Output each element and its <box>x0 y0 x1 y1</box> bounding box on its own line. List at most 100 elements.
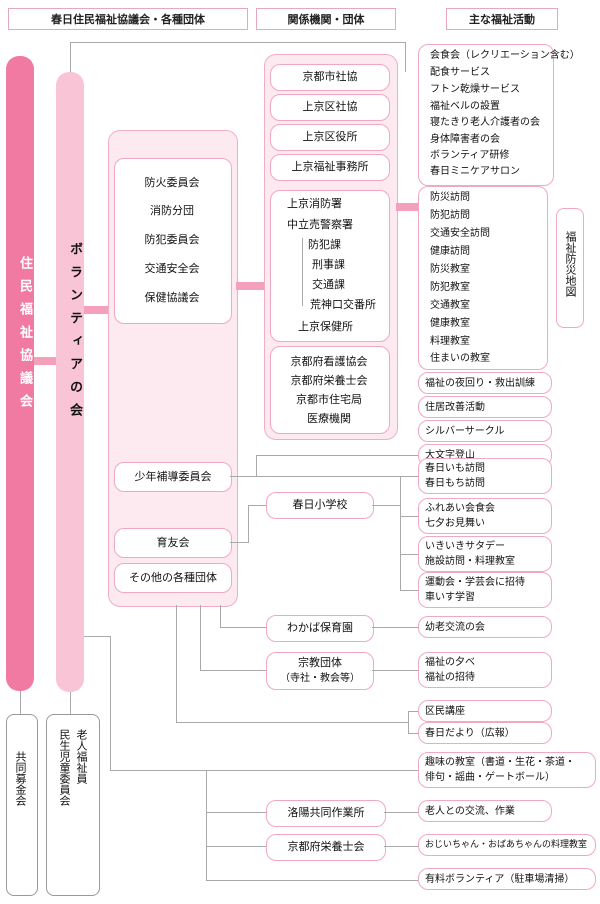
link-youth-v <box>256 455 257 476</box>
activity-welfare-bell: 福祉ベルの設置 <box>430 101 500 112</box>
disaster-map-label: 福祉防災地図 <box>564 231 577 297</box>
link-hobby <box>110 770 418 771</box>
top-line-left <box>70 42 405 43</box>
welfare-officers-box: 老人福祉員 民生児童委員会 <box>46 714 100 896</box>
rakuyo-act: 老人との交流、作業 <box>418 800 552 822</box>
top-line-down <box>405 42 406 72</box>
link-school <box>248 505 266 506</box>
activity-futon: フトン乾燥サービス <box>430 84 520 95</box>
hobby-line-1: 趣味の教室（書道・生花・茶道・ <box>425 757 575 768</box>
activity-caregivers: 寝たきり老人介護者の会 <box>430 117 540 128</box>
committee-fire: 防火委員会 <box>144 176 200 189</box>
pta-label: 育友会 <box>156 536 190 549</box>
org-safety-group <box>270 190 390 342</box>
org-ward-office: 上京区役所 <box>270 124 390 151</box>
police-branch-line <box>302 238 303 306</box>
activity-mini-care: 春日ミニケアサロン <box>430 166 520 177</box>
youth-guidance-label: 少年補導委員会 <box>134 470 212 483</box>
hobby-line-2: 俳句・謡曲・ゲートボール） <box>425 772 555 783</box>
pta-box: 育友会 <box>114 528 232 558</box>
disaster-map-box: 福祉防災地図 <box>556 208 584 328</box>
band-connector <box>34 357 56 365</box>
link-lower-v <box>206 770 207 880</box>
org-nutrition: 京都府栄養士会 <box>290 374 368 387</box>
welfare-officers-label: 老人福祉員 <box>75 729 88 784</box>
link-school-acts <box>372 505 400 506</box>
org-police-box: 荒神口交番所 <box>310 298 376 311</box>
rakuyo-act-label: 老人との交流、作業 <box>425 806 515 817</box>
link-nursery-act <box>372 627 418 628</box>
officers-line <box>70 692 71 714</box>
link-nursery-v <box>220 605 221 627</box>
committees-box <box>114 158 232 324</box>
volunteer-band: ボランティアの会 <box>56 72 84 692</box>
activity-crime-class: 防犯教室 <box>430 282 470 293</box>
org-kamigyo-shakyo-label: 上京区社協 <box>302 100 358 113</box>
activity-traffic-class: 交通教室 <box>430 300 470 311</box>
org-medical-group <box>270 346 390 434</box>
link-kumin-a <box>408 711 418 712</box>
link-school-v <box>248 505 249 543</box>
header-activities-text: 主な福祉活動 <box>469 13 535 26</box>
other-groups-box: その他の各種団体 <box>114 563 232 593</box>
school-act-2a: ふれあい会食会 <box>425 503 495 514</box>
org-kamigyo-shakyo: 上京区社協 <box>270 94 390 121</box>
link-kumin-v <box>176 605 177 722</box>
activity-traffic-visit: 交通安全訪問 <box>430 228 490 239</box>
activities-safety-box <box>418 186 548 370</box>
activity-disabled: 身体障害者の会 <box>430 134 500 145</box>
religious-act-2: 福祉の招待 <box>425 672 475 683</box>
org-kyoto-shakyo-label: 京都市社協 <box>302 70 358 83</box>
activity-volunteer-training: ボランティア研修 <box>430 150 510 161</box>
residents-welfare-label: 住民福祉協議会 <box>17 256 32 417</box>
school-act-4: 運動会・学芸会に招待車いす学習 <box>418 572 552 608</box>
community-chest-box: 共同募金会 <box>6 714 38 896</box>
kasuga-newsletter-label: 春日だより（広報） <box>425 728 515 739</box>
org-welfare-office: 上京福祉事務所 <box>270 154 390 181</box>
activity-silver-circle-label: シルバーサークル <box>425 426 505 437</box>
nursery-box: わかば保育園 <box>266 615 374 642</box>
school-box: 春日小学校 <box>266 492 374 519</box>
religious-sub: （寺社・教会等） <box>280 673 360 684</box>
header-residents-text: 春日住民福祉協議会・各種団体 <box>51 13 205 26</box>
org-housing: 京都市住宅局 <box>296 393 362 406</box>
link-eiyoshi-act <box>384 846 418 847</box>
link-religious-act <box>372 670 418 671</box>
org-health-center: 上京保健所 <box>298 320 353 333</box>
school-act-2b: 七夕お見舞い <box>425 518 485 529</box>
agencies-connector <box>396 203 420 211</box>
residents-welfare-band: 住民福祉協議会 <box>6 56 34 691</box>
activity-cooking-class: 料理教室 <box>430 336 470 347</box>
eiyoshi-label: 京都府栄養士会 <box>287 840 365 853</box>
paid-volunteer-label: 有料ボランティア（駐車場清掃） <box>425 874 575 885</box>
rakuyo-box: 洛陽共同作業所 <box>266 800 386 827</box>
school-act-1: 春日いも訪問春日もち訪問 <box>418 458 552 494</box>
activity-disaster-visit: 防災訪問 <box>430 192 470 203</box>
activity-crime-visit: 防犯訪問 <box>430 210 470 221</box>
link-acts-4 <box>400 590 418 591</box>
activity-housing-class: 住まいの教室 <box>430 353 490 364</box>
link-kumin-split <box>408 711 409 733</box>
school-act-3: いきいきサタデー施設訪問・料理教室 <box>418 536 552 572</box>
school-act-3a: いきいきサタデー <box>425 541 505 552</box>
rakuyo-label: 洛陽共同作業所 <box>287 806 365 819</box>
school-act-4a: 運動会・学芸会に招待 <box>425 577 525 588</box>
org-crime-prevention: 防犯課 <box>308 238 341 251</box>
link-kumin-b <box>408 733 418 734</box>
activities-main-box <box>418 44 554 186</box>
activity-disaster-class: 防災教室 <box>430 264 470 275</box>
paid-volunteer: 有料ボランティア（駐車場清掃） <box>418 868 596 890</box>
org-welfare-office-label: 上京福祉事務所 <box>291 160 369 173</box>
religious-box: 宗教団体 （寺社・教会等） <box>266 652 374 690</box>
link-acts-3 <box>400 554 418 555</box>
link-volunteer-v <box>110 636 111 770</box>
nursery-act: 幼老交流の会 <box>418 616 552 638</box>
org-nursing: 京都府看護協会 <box>290 355 368 368</box>
eiyoshi-act: おじいちゃん・おばあちゃんの料理教室 <box>418 834 596 856</box>
org-medical: 医療機関 <box>307 412 351 425</box>
community-chest-label: 共同募金会 <box>14 751 27 806</box>
org-fire-station: 上京消防署 <box>287 197 342 210</box>
activity-night-patrol: 福祉の夜回り・救出訓練 <box>418 372 552 394</box>
committee-firebrigade: 消防分団 <box>150 204 194 217</box>
link-pta <box>230 542 248 543</box>
